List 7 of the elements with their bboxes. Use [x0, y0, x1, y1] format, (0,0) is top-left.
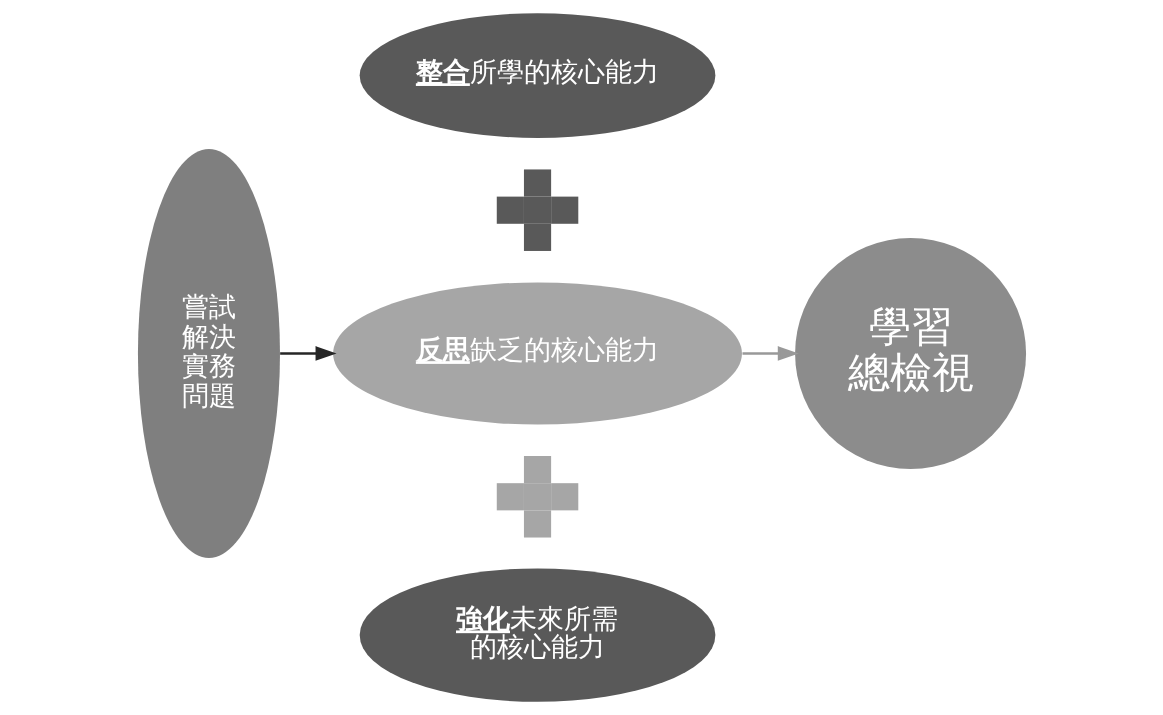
- node-ellipse: 強化未來所需的核心能力: [359, 568, 715, 702]
- arrow: [742, 346, 799, 361]
- node-ellipse: 反思缺乏的核心能力: [332, 282, 742, 425]
- node-circle: 學習 總檢視: [794, 238, 1026, 469]
- arrow: [279, 346, 337, 361]
- node-ellipse: 整合所學的核心能力: [359, 13, 715, 138]
- node-ellipse: 嘗試解決實務問題: [137, 149, 280, 558]
